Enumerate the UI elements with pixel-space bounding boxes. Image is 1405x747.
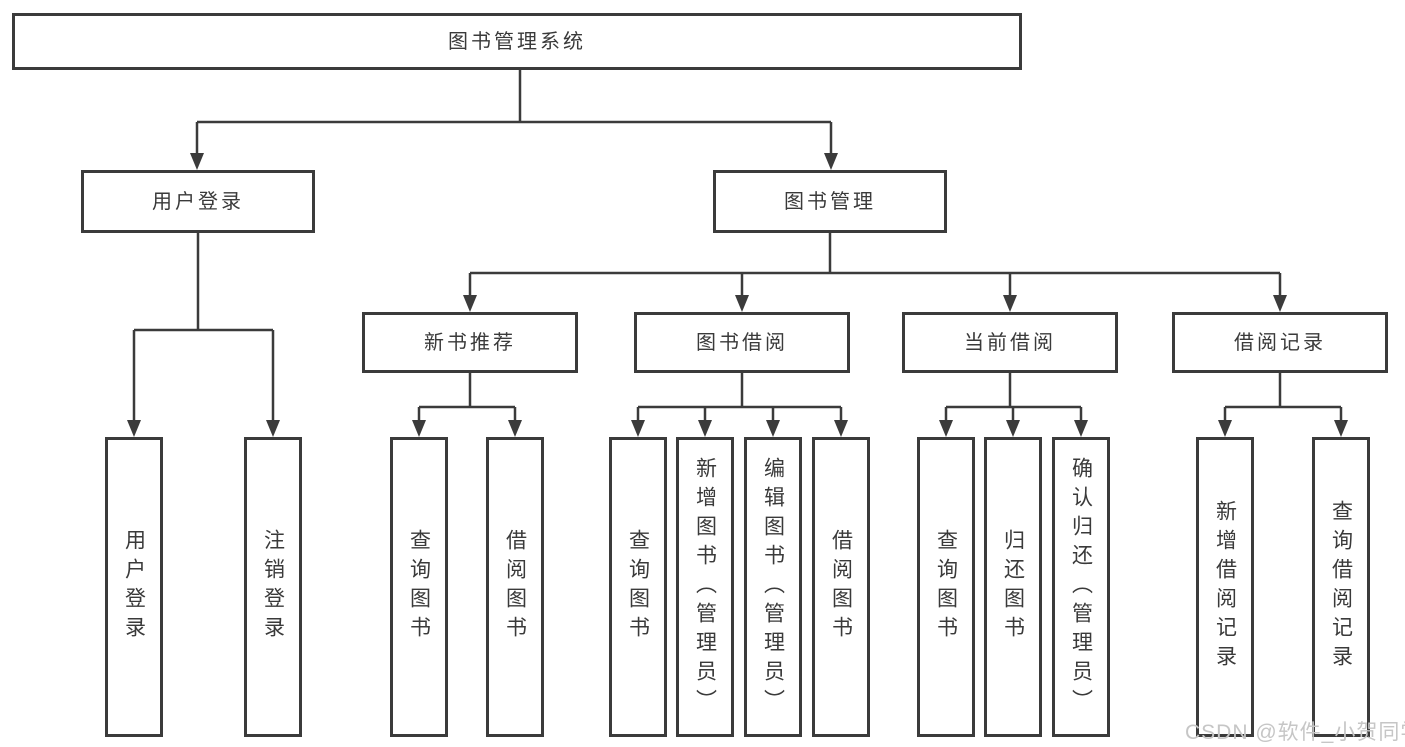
node-user-login-leaf: 用户登录: [105, 437, 163, 737]
node-query-books-recommend: 查询图书: [390, 437, 448, 737]
connector-borrowing-records: [1223, 373, 1343, 425]
node-current-borrowing: 当前借阅: [902, 312, 1118, 373]
node-book-management: 图书管理: [713, 170, 947, 233]
connector-arrow: [766, 420, 780, 437]
connector-arrow: [834, 420, 848, 437]
node-confirm-return-admin: 确认归还（管理员）: [1052, 437, 1110, 737]
connector-arrow: [631, 420, 645, 437]
connector-book-management: [468, 233, 1282, 300]
connector-arrow: [412, 420, 426, 437]
node-add-borrow-record: 新增借阅记录: [1196, 437, 1254, 737]
node-return-books: 归还图书: [984, 437, 1042, 737]
node-query-books-borrowing: 查询图书: [609, 437, 667, 737]
connector-arrow: [698, 420, 712, 437]
node-user-login: 用户登录: [81, 170, 315, 233]
node-add-books-admin: 新增图书（管理员）: [676, 437, 734, 737]
connector-arrow: [735, 295, 749, 312]
connector-arrow: [127, 420, 141, 437]
connector-arrow: [190, 153, 204, 170]
connector-arrow: [1273, 295, 1287, 312]
connector-user-login: [132, 233, 275, 425]
node-borrow-books-recommend: 借阅图书: [486, 437, 544, 737]
arrowheads: [127, 153, 1348, 437]
connector-arrow: [1006, 420, 1020, 437]
node-new-book-recommendation: 新书推荐: [362, 312, 578, 373]
connector-arrow: [1334, 420, 1348, 437]
connector-book-borrowing: [636, 373, 843, 425]
connector-arrow: [508, 420, 522, 437]
node-edit-books-admin: 编辑图书（管理员）: [744, 437, 802, 737]
connector-arrow: [824, 153, 838, 170]
node-book-borrowing: 图书借阅: [634, 312, 850, 373]
connector-arrow: [1218, 420, 1232, 437]
node-borrowing-records: 借阅记录: [1172, 312, 1388, 373]
connector-arrow: [1003, 295, 1017, 312]
node-logout: 注销登录: [244, 437, 302, 737]
connector-arrow: [463, 295, 477, 312]
connector-arrow: [939, 420, 953, 437]
connector-arrow: [266, 420, 280, 437]
connector-current-borrowing: [944, 373, 1083, 425]
connector-root: [195, 70, 833, 158]
node-query-borrow-record: 查询借阅记录: [1312, 437, 1370, 737]
node-query-books-current: 查询图书: [917, 437, 975, 737]
connector-arrow: [1074, 420, 1088, 437]
node-library-management-system: 图书管理系统: [12, 13, 1022, 70]
csdn-watermark: CSDN @软件_小贺同学: [1185, 721, 1405, 744]
node-borrow-books-borrowing: 借阅图书: [812, 437, 870, 737]
connector-new-book-recommendation: [417, 373, 517, 425]
